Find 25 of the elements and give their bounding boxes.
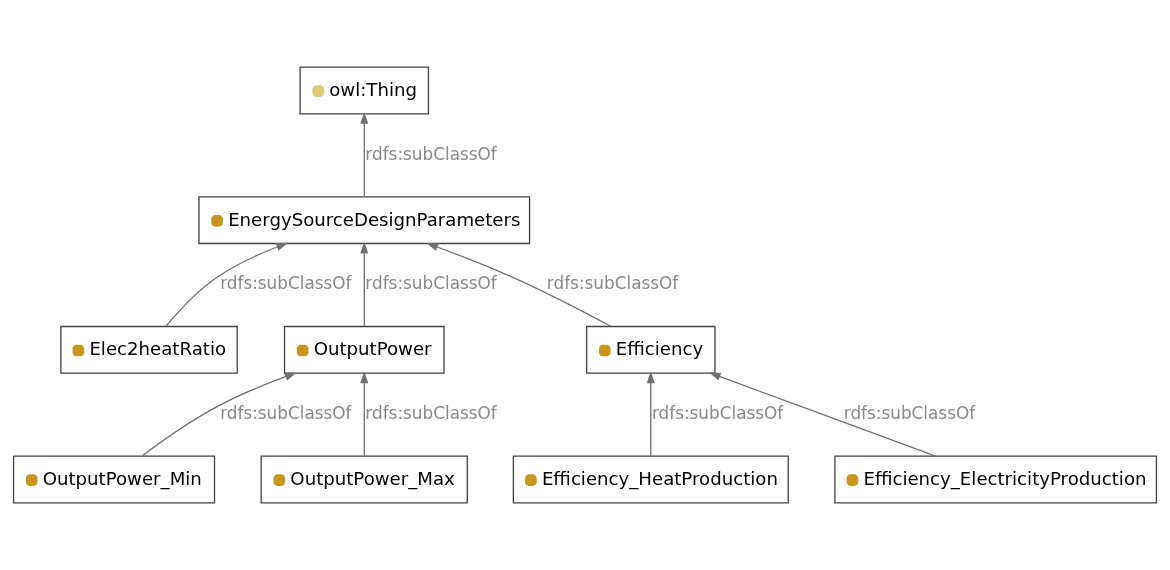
node-box: OutputPower_Min — [12, 455, 216, 504]
edge-label: rdfs:subClassOf — [651, 403, 784, 424]
node-box: Elec2heatRatio — [60, 325, 238, 374]
node-box: EnergySourceDesignParameters — [198, 196, 531, 245]
edge-label: rdfs:subClassOf — [220, 403, 352, 424]
node-box: OutputPower_Max — [260, 455, 468, 504]
arrow — [426, 242, 612, 327]
node-box: owl:Thing — [299, 66, 430, 115]
edge-label: rdfs:subClassOf — [365, 143, 497, 164]
arrow — [708, 372, 937, 457]
arrow — [360, 371, 369, 457]
edge-label: rdfs:subClassOf — [365, 273, 497, 294]
node-box: OutputPower — [283, 325, 445, 374]
arrow — [646, 371, 655, 457]
arrow — [360, 112, 369, 198]
node-box: Efficiency — [585, 325, 716, 374]
arrow — [141, 372, 297, 457]
arrow — [360, 241, 369, 328]
node-box: Efficiency_ElectricityProduction — [834, 455, 1158, 504]
edge-label: rdfs:subClassOf — [546, 273, 679, 294]
edge-label: rdfs:subClassOf — [843, 403, 976, 424]
edge-label: rdfs:subClassOf — [365, 403, 497, 424]
arrow — [165, 242, 289, 327]
edge-label: rdfs:subClassOf — [220, 273, 352, 294]
node-box: Efficiency_HeatProduction — [512, 455, 789, 504]
